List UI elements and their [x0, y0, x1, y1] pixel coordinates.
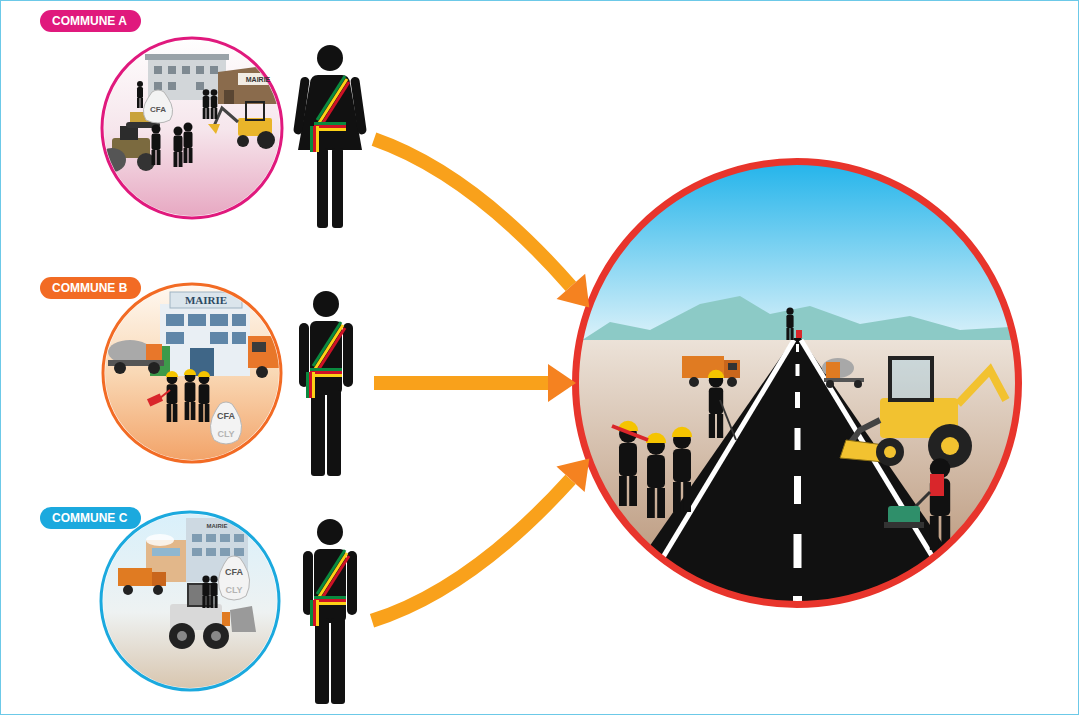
- sign-text: CFA: [150, 106, 166, 114]
- sign-text: MAIRIE: [207, 523, 228, 529]
- sign-text: MAIRIE: [185, 295, 227, 306]
- sign-text: MAIRIE: [246, 76, 271, 83]
- road-scene: [570, 156, 1026, 616]
- mayor-figure: [303, 519, 357, 704]
- road-project-circle: [573, 159, 1021, 607]
- arrow-shaft: [372, 479, 571, 620]
- arrow-shaft: [374, 139, 571, 286]
- flow-arrow: [374, 139, 589, 307]
- sign-text: CLY: [225, 586, 242, 595]
- commune-c-scene: [100, 510, 286, 696]
- flow-arrow: [374, 364, 576, 402]
- arrow-head: [548, 364, 576, 402]
- commune-tag: COMMUNE B: [40, 277, 141, 299]
- sign-text: CLY: [217, 430, 234, 439]
- circle-outline: [576, 162, 1018, 604]
- arrow-head: [556, 459, 589, 493]
- commune-circle: COMMUNE B: [102, 283, 374, 463]
- sign-text: CFA: [217, 412, 235, 421]
- flow-arrow: [372, 459, 589, 621]
- commune-circle: COMMUNE C: [100, 511, 372, 691]
- arrow-shaft: [374, 376, 548, 390]
- commune-tag: COMMUNE C: [40, 507, 141, 529]
- commune-circle: COMMUNE A: [102, 38, 374, 222]
- arrow-head: [557, 274, 590, 308]
- commune-b-scene: [100, 280, 288, 466]
- commune-tag: COMMUNE A: [40, 10, 141, 32]
- commune-a-scene: [98, 36, 286, 222]
- circle-outline: [573, 159, 1021, 607]
- mayor-figure: [299, 291, 353, 476]
- sign-text: CFA: [225, 568, 243, 577]
- mayor-figure: [293, 45, 367, 228]
